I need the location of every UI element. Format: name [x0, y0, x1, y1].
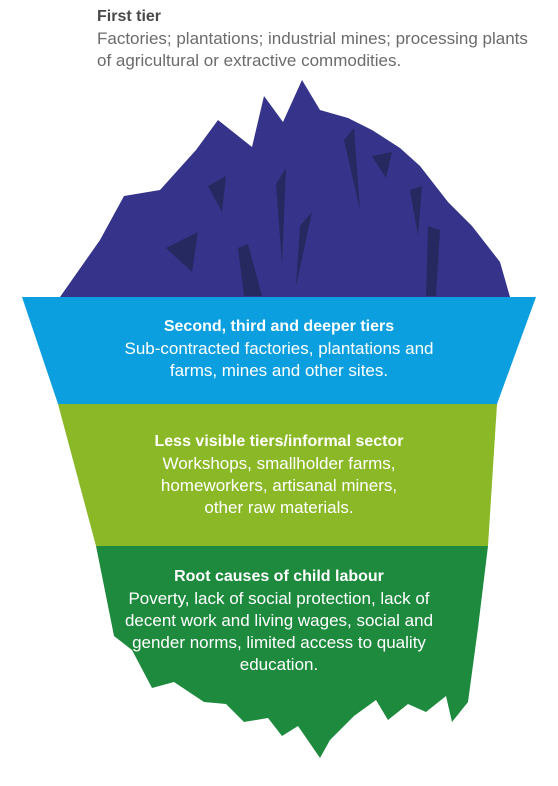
facet	[410, 186, 422, 236]
first-tier-label: First tier Factories; plantations; indus…	[97, 6, 537, 72]
less-visible-tier-label: Less visible tiers/informal sector Works…	[0, 431, 558, 519]
root-causes-title: Root causes of child labour	[174, 568, 384, 585]
facet	[372, 152, 392, 178]
facet	[344, 128, 360, 210]
second-tier-label: Second, third and deeper tiers Sub-contr…	[0, 316, 558, 382]
tier-2-band	[22, 297, 536, 404]
root-causes-description: Poverty, lack of social protection, lack…	[124, 589, 434, 674]
facet	[238, 244, 262, 296]
second-tier-description: Sub-contracted factories, plantations an…	[124, 339, 434, 380]
tier-3-band	[58, 404, 497, 546]
less-visible-tier-title: Less visible tiers/informal sector	[154, 433, 404, 450]
facet	[276, 168, 286, 264]
root-causes-label: Root causes of child labour Poverty, lac…	[0, 566, 558, 676]
tier-4-base	[96, 546, 488, 758]
facet	[296, 212, 312, 286]
first-tier-description: Factories; plantations; industrial mines…	[97, 29, 528, 70]
less-visible-tier-description: Workshops, smallholder farms, homeworker…	[160, 454, 398, 517]
iceberg-facets	[166, 128, 440, 296]
facet	[208, 176, 226, 212]
facet	[166, 232, 198, 272]
first-tier-title: First tier	[97, 8, 162, 25]
facet	[426, 226, 440, 296]
second-tier-title: Second, third and deeper tiers	[163, 318, 395, 335]
